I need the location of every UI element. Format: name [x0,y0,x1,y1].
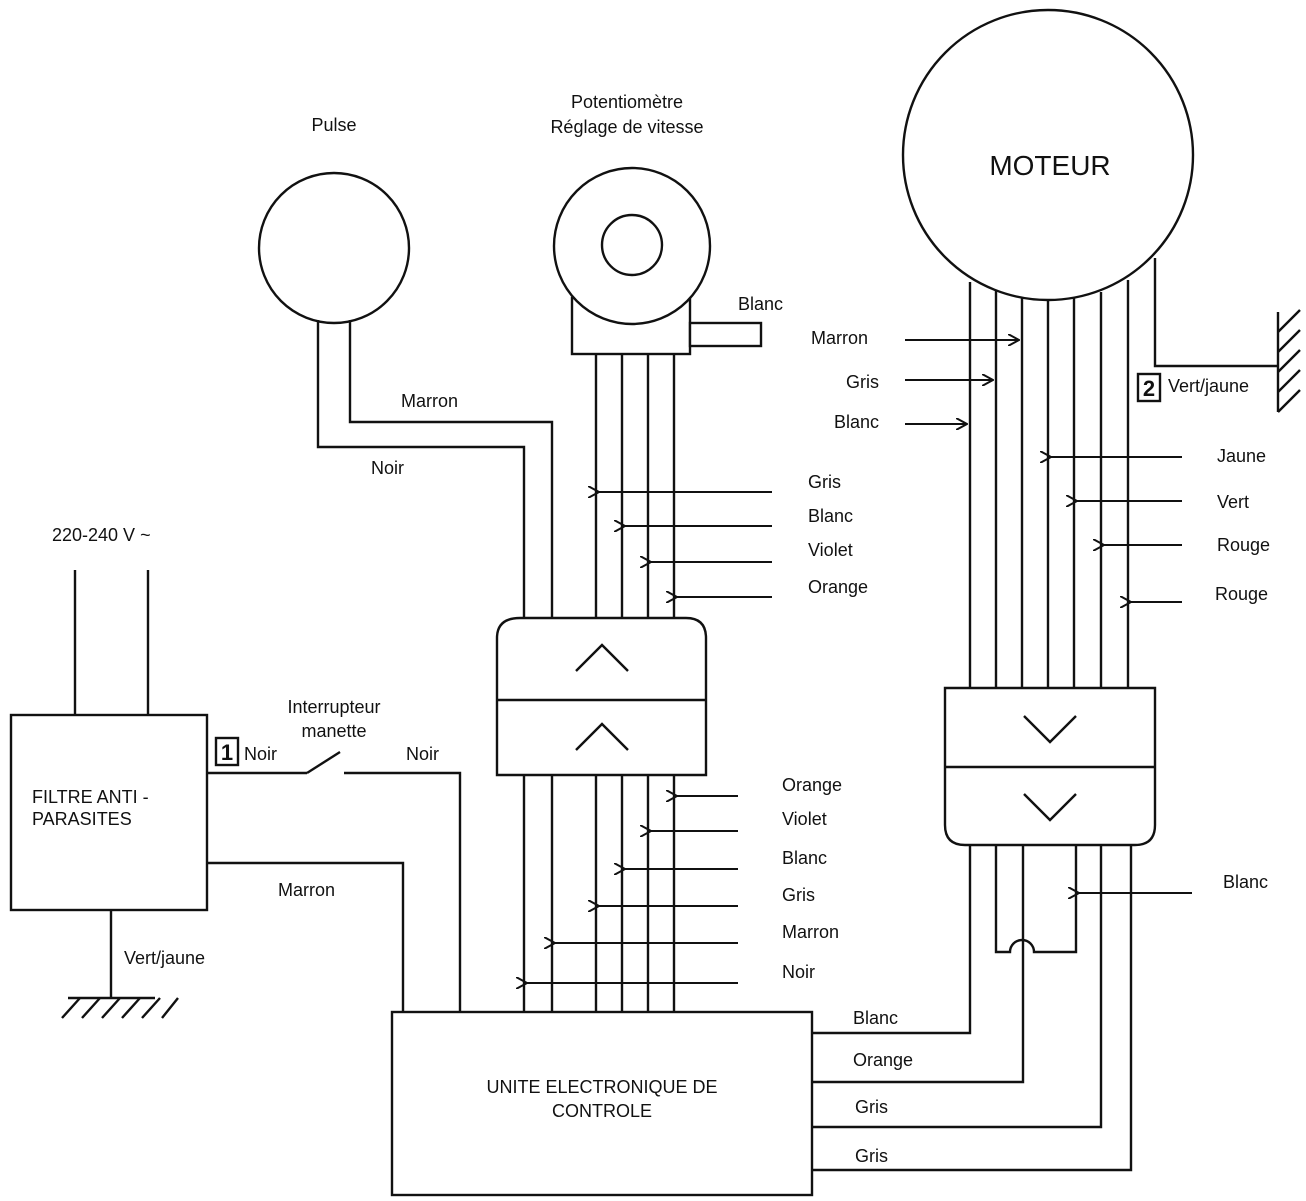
control-unit-box [390,1010,814,1197]
low-violet-label: Violet [782,809,827,829]
filter-vertjaune-label: Vert/jaune [124,948,205,968]
mot-gris-label: Gris [846,372,879,392]
potentiometer-title-line2: Réglage de vitesse [550,117,703,137]
pulse-noir-label: Noir [371,458,404,478]
motor-component: MOTEUR [901,8,1195,302]
mot-earth-wire [1153,258,1278,368]
right-lower-wires: Blanc [994,845,1268,954]
filter-title-line1: FILTRE ANTI - [32,787,149,807]
filter-marron-label: Marron [278,880,335,900]
mot-vertjaune-label: Vert/jaune [1168,376,1249,396]
motor-wires: Marron Gris Blanc Jaune Vert Rouge Rouge [811,258,1301,688]
cu-orange-label: Orange [853,1050,913,1070]
mot-marron-label: Marron [811,328,868,348]
pulse-wire-noir [316,320,526,618]
mot-vert-label: Vert [1217,492,1249,512]
low-orange-label: Orange [782,775,842,795]
potentiometer-knob [600,213,664,277]
right-lower-loop [994,845,1078,954]
switch-and-wires: Noir Noir Interrupteur manette Marron [207,697,462,1012]
switch-title-line1: Interrupteur [287,697,380,717]
voltage-label: 220-240 V ~ [52,525,151,545]
filter-marron-wire [207,861,405,1012]
filter-noir-label: Noir [244,744,277,764]
filter-title-line2: PARASITES [32,809,132,829]
pulse-wires: Marron Noir [316,320,554,618]
right-connector [943,686,1157,847]
pulse-wire-marron [348,320,554,618]
potentiometer-wires: Gris Blanc Violet Orange [596,354,868,618]
marker-1-number: 1 [221,740,233,765]
left-connector-up-chevron-bottom [575,722,629,751]
left-connector-up-chevron-top [575,643,629,672]
motor-label: MOTEUR [989,150,1110,181]
earth-hatch [61,997,179,1019]
marker-2: 2 Vert/jaune [1136,372,1249,403]
right-connector-down-chevron-top [1023,715,1077,744]
potentiometer-component: Potentiomètre Réglage de vitesse Blanc [550,92,783,356]
control-unit-wires: Blanc Orange Gris Gris [812,845,1133,1172]
potentiometer-tab [688,321,763,348]
left-connector [495,616,708,777]
mot-blanc-label: Blanc [834,412,879,432]
mot-rouge1-label: Rouge [1217,535,1270,555]
marker-1-box [214,736,240,767]
low-marron-label: Marron [782,922,839,942]
pot-violet-label: Violet [808,540,853,560]
pulse-marron-label: Marron [401,391,458,411]
pulse-label: Pulse [311,115,356,135]
control-unit-title-line2: CONTROLE [552,1101,652,1121]
marker-1: 1 [214,736,240,767]
right-connector-down-chevron-bottom [1023,793,1077,822]
switch-noir-label: Noir [406,744,439,764]
left-connector-body [495,616,708,777]
mot-low-blanc-label: Blanc [1223,872,1268,892]
pulse-circle [257,171,411,325]
cu-orange-wire [812,845,1025,1084]
cu-blanc-wire [812,845,972,1035]
filter-box [9,713,209,912]
switch-noir-wire [344,771,462,1012]
cu-gris1-wire [812,845,1103,1129]
mot-earth-hatch [1277,309,1301,413]
pot-blanc2-label: Blanc [808,506,853,526]
control-unit-title-line1: UNITE ELECTRONIQUE DE [486,1077,717,1097]
pot-gris-label: Gris [808,472,841,492]
mot-jaune-label: Jaune [1217,446,1266,466]
pot-orange-label: Orange [808,577,868,597]
mains-supply: 220-240 V ~ [52,525,151,715]
potentiometer-title-line1: Potentiomètre [571,92,683,112]
control-unit: UNITE ELECTRONIQUE DE CONTROLE [390,1010,814,1197]
pot-blanc-label: Blanc [738,294,783,314]
lower-wires: Orange Violet Blanc Gris Marron Noir [524,775,842,1012]
cu-blanc-label: Blanc [853,1008,898,1028]
pulse-component: Pulse [257,115,411,325]
low-gris-label: Gris [782,885,815,905]
marker-2-box [1136,372,1162,403]
filter-component: FILTRE ANTI - PARASITES Vert/jaune [9,713,209,1019]
switch-title-line2: manette [301,721,366,741]
low-noir-label: Noir [782,962,815,982]
marker-2-number: 2 [1143,376,1155,401]
low-blanc-label: Blanc [782,848,827,868]
cu-gris2-label: Gris [855,1146,888,1166]
switch-lever [306,750,341,775]
cu-gris2-wire [812,845,1133,1172]
cu-gris1-label: Gris [855,1097,888,1117]
mot-rouge2-label: Rouge [1215,584,1268,604]
